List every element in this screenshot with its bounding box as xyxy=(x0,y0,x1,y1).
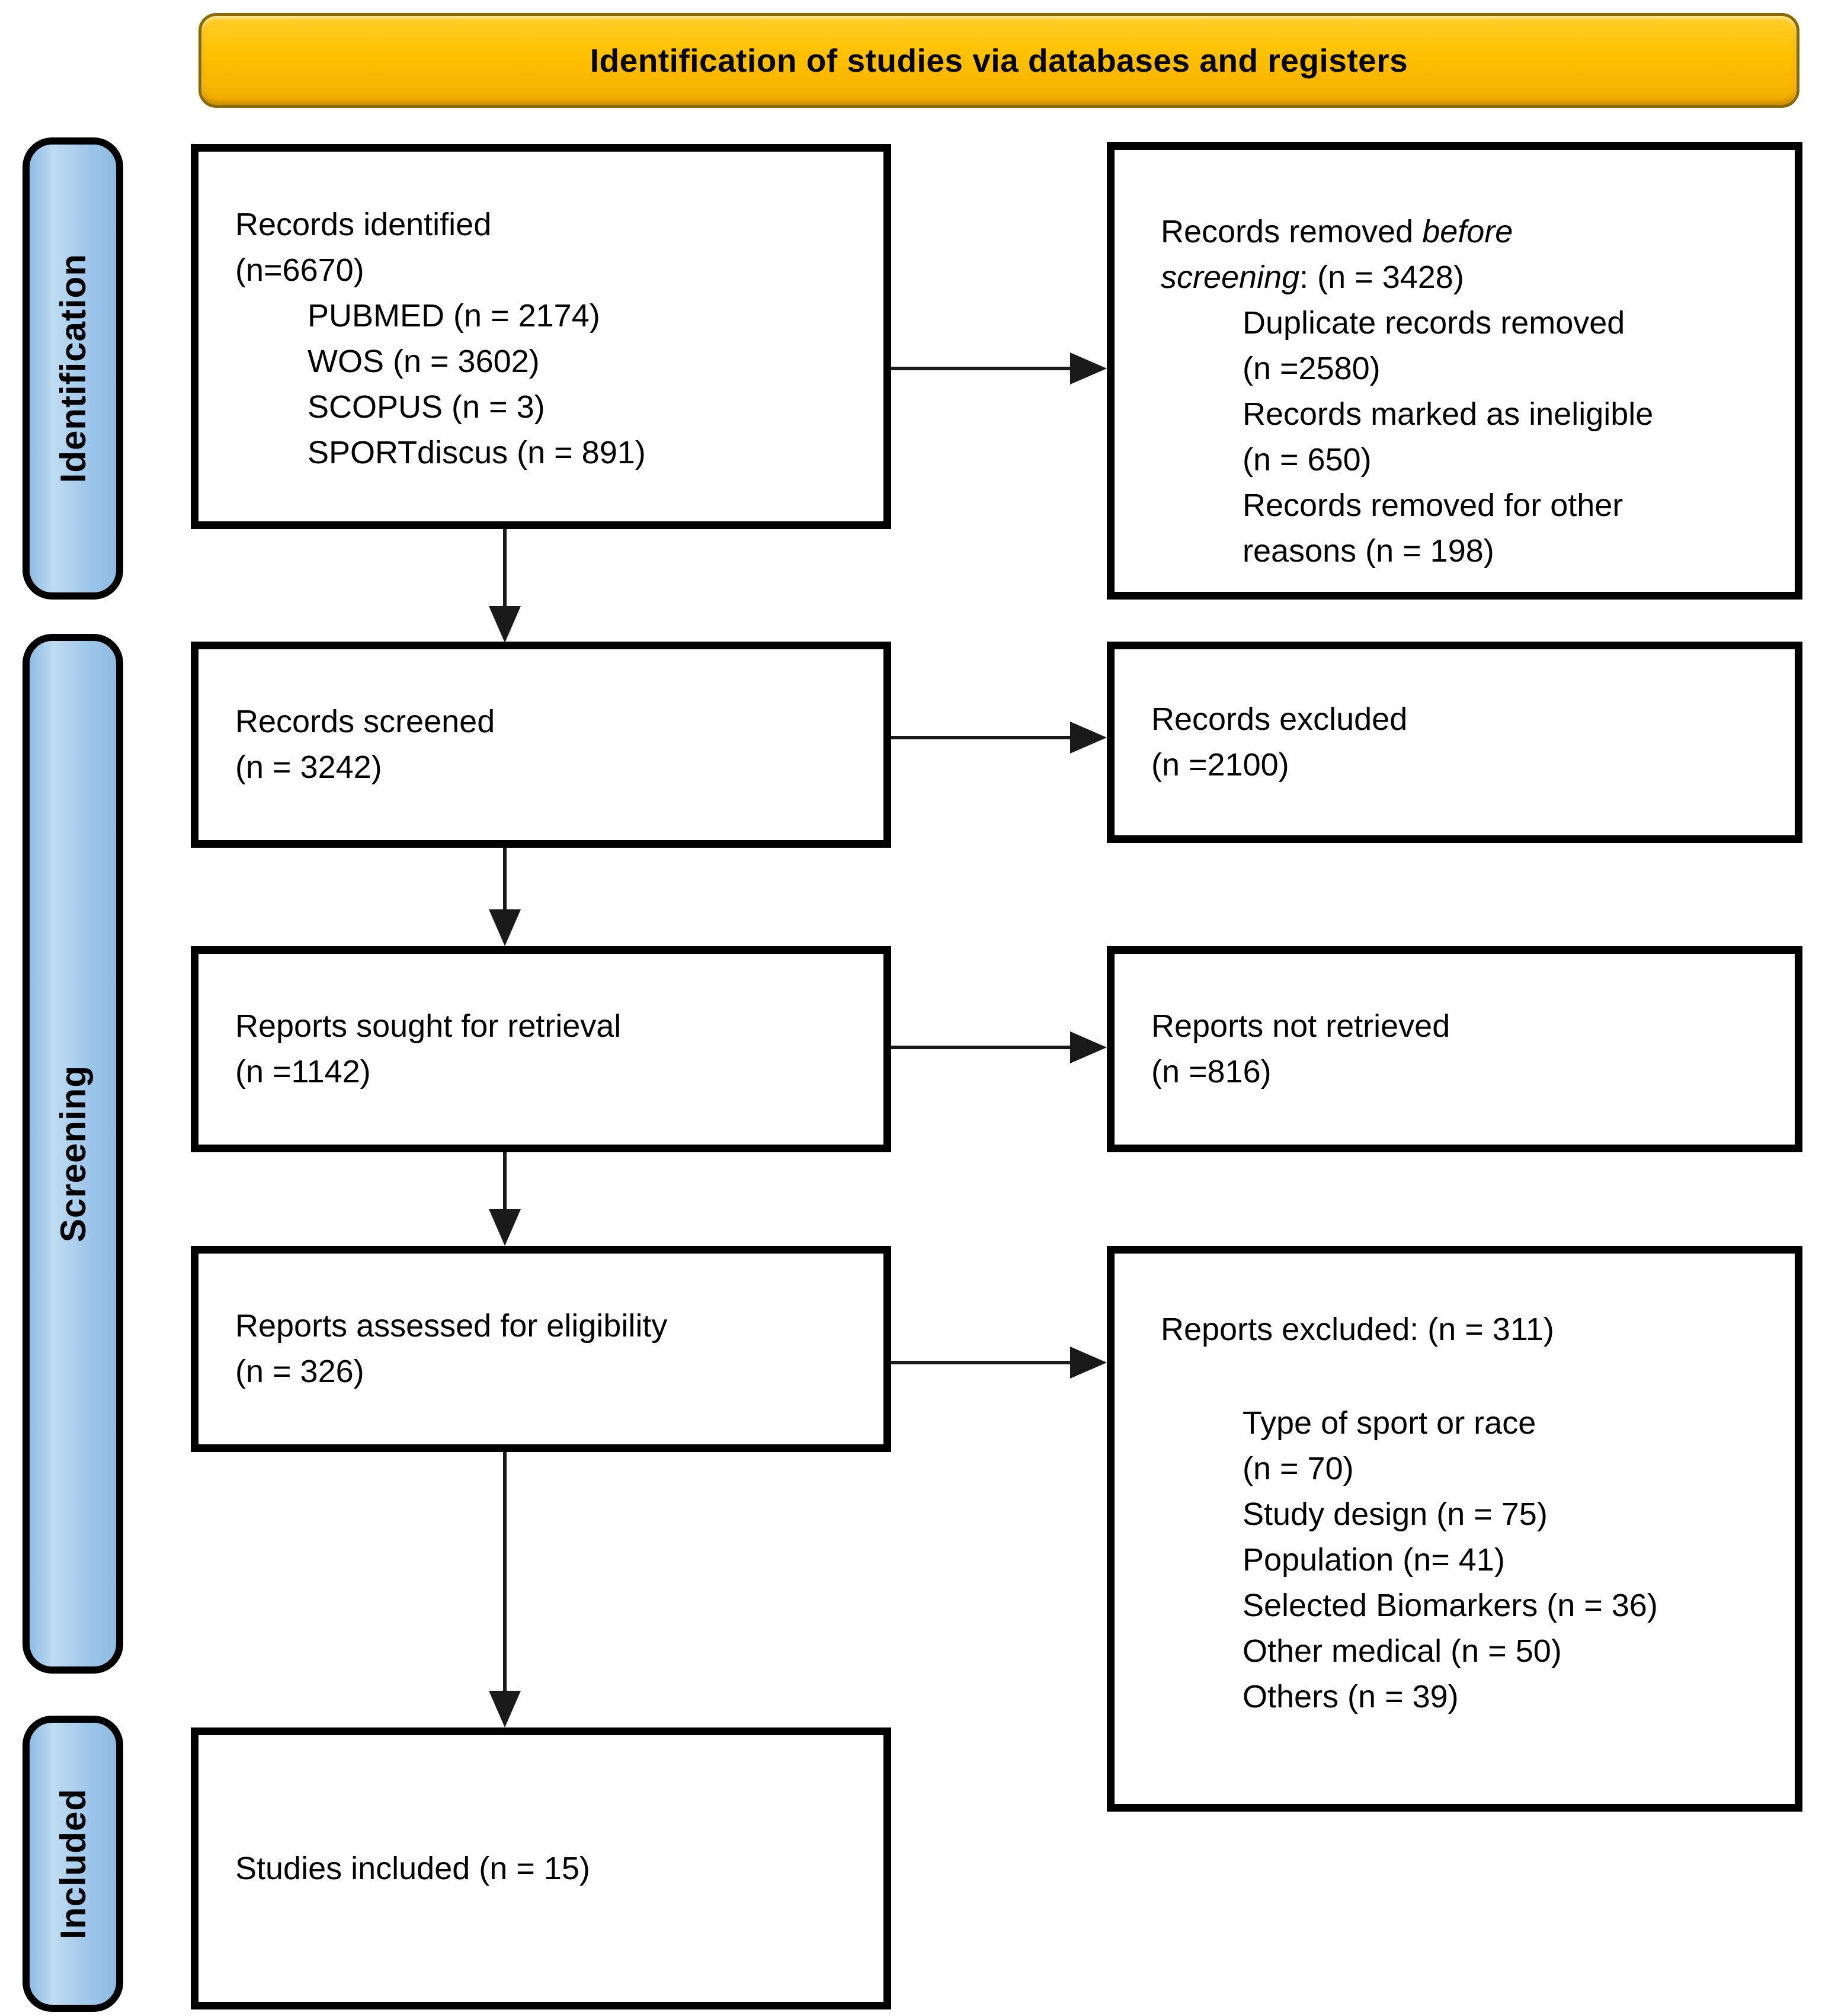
box-reports-not-retrieved-text: Reports not retrieved (n =816) xyxy=(1115,1004,1795,1095)
arrow-down-identified-to-screened xyxy=(489,529,521,643)
text-line: (n =816) xyxy=(1151,1054,1272,1089)
arrow-down-screened-to-sought xyxy=(489,848,521,946)
text-line: SPORTdiscus (n = 891) xyxy=(308,435,646,470)
arrow-down-sought-to-assessed xyxy=(489,1152,521,1246)
text-line: PUBMED (n = 2174) xyxy=(308,298,600,334)
text-line: Type of sport or race xyxy=(1243,1405,1536,1441)
box-records-excluded: Records excluded (n =2100) xyxy=(1107,642,1802,843)
text-line: (n = 326) xyxy=(235,1354,364,1389)
box-records-removed-before-screening: Records removed before screening: (n = 34… xyxy=(1107,142,1802,600)
text-line: Records marked as ineligible xyxy=(1243,396,1654,432)
text-line: Study design (n = 75) xyxy=(1243,1496,1548,1532)
box-records-identified: Records identified (n=6670) PUBMED (n = 21… xyxy=(191,144,891,529)
arrow-right-screened-to-excluded xyxy=(891,722,1107,754)
box-reports-sought-for-retrieval: Reports sought for retrieval (n =1142) xyxy=(191,946,891,1152)
text-line: Others (n = 39) xyxy=(1243,1679,1459,1714)
text-line: (n=6670) xyxy=(235,252,364,288)
text-line: Duplicate records removed xyxy=(1243,305,1625,341)
text-line: Records identified xyxy=(235,207,492,242)
banner-title: Identification of studies via databases … xyxy=(198,13,1799,108)
arrow-right-identified-to-removed xyxy=(891,352,1107,384)
stage-label-screening-text: Screening xyxy=(53,1065,93,1243)
text-line: (n =2580) xyxy=(1243,351,1381,386)
text-line: (n =2100) xyxy=(1151,747,1289,783)
stage-label-included-text: Included xyxy=(53,1788,93,1940)
box-reports-excluded-text: Reports excluded: (n = 311) Type of sport… xyxy=(1115,1254,1795,1720)
box-records-screened: Records screened (n = 3242) xyxy=(191,642,891,848)
text-line: Studies included (n = 15) xyxy=(235,1850,590,1886)
text-line: Other medical (n = 50) xyxy=(1243,1633,1562,1669)
text-line: Reports assessed for eligibility xyxy=(235,1308,668,1344)
arrow-right-sought-to-not-retrieved xyxy=(891,1031,1107,1063)
box-records-screened-text: Records screened (n = 3242) xyxy=(198,699,883,790)
box-records-excluded-text: Records excluded (n =2100) xyxy=(1115,697,1795,788)
box-reports-excluded: Reports excluded: (n = 311) Type of sport… xyxy=(1107,1246,1802,1812)
stage-label-included: Included xyxy=(23,1716,123,2012)
text-line: (n = 3242) xyxy=(235,749,382,785)
box-studies-included: Studies included (n = 15) xyxy=(191,1727,891,2009)
text-line xyxy=(1161,1352,1783,1400)
arrow-down-assessed-to-included xyxy=(489,1452,521,1727)
box-studies-included-text: Studies included (n = 15) xyxy=(198,1846,883,1892)
banner-title-text: Identification of studies via databases … xyxy=(590,42,1408,79)
text-line: (n =1142) xyxy=(235,1054,371,1089)
text-line: Reports not retrieved xyxy=(1151,1008,1450,1044)
text-line: SCOPUS (n = 3) xyxy=(308,389,545,425)
box-records-identified-text: Records identified (n=6670) PUBMED (n = 21… xyxy=(198,152,883,476)
box-reports-sought-text: Reports sought for retrieval (n =1142) xyxy=(198,1004,883,1095)
text-line: WOS (n = 3602) xyxy=(308,344,540,379)
text-line: screening: (n = 3428) xyxy=(1161,259,1464,295)
text-line: Records removed for other xyxy=(1243,488,1624,523)
box-reports-not-retrieved: Reports not retrieved (n =816) xyxy=(1107,946,1802,1152)
stage-label-screening: Screening xyxy=(23,634,123,1674)
box-records-removed-text: Records removed before screening: (n = 34… xyxy=(1115,150,1795,574)
stage-label-identification-text: Identification xyxy=(53,254,93,483)
arrow-right-assessed-to-excluded xyxy=(891,1347,1107,1379)
text-line: (n = 70) xyxy=(1243,1451,1354,1486)
box-reports-assessed-text: Reports assessed for eligibility (n = 326… xyxy=(198,1303,883,1395)
text-line: Records excluded xyxy=(1151,701,1408,737)
text-line: Selected Biomarkers (n = 36) xyxy=(1243,1588,1658,1623)
text-line: (n = 650) xyxy=(1243,442,1372,477)
text-line: Population (n= 41) xyxy=(1243,1542,1505,1578)
box-reports-assessed-for-eligibility: Reports assessed for eligibility (n = 326… xyxy=(191,1246,891,1452)
text-line: Reports excluded: (n = 311) xyxy=(1161,1312,1554,1347)
text-line: Records screened xyxy=(235,704,495,739)
text-line: reasons (n = 198) xyxy=(1243,533,1494,569)
text-line: Records removed before xyxy=(1161,214,1513,249)
text-line: Reports sought for retrieval xyxy=(235,1008,622,1044)
stage-label-identification: Identification xyxy=(23,137,123,600)
